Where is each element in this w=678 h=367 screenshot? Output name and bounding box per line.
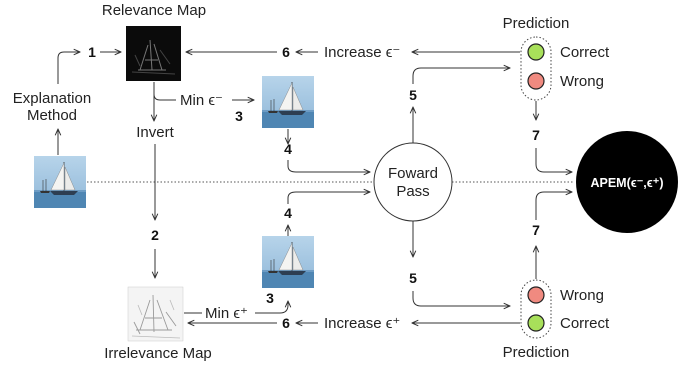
relevance-map-image: [126, 26, 181, 81]
step-5-top: 5: [409, 87, 417, 103]
edge-7-top-to-apem: [535, 148, 572, 172]
step-5-bottom: 5: [409, 270, 417, 286]
perturbed-image-bottom: [261, 235, 315, 289]
min-eps-minus-label: Min ϵ⁻: [180, 92, 223, 109]
forward-pass-label-2: Pass: [396, 183, 429, 200]
edge-4-top-to-forward: [287, 160, 370, 172]
increase-eps-minus-label: Increase ϵ⁻: [324, 44, 400, 61]
prediction-bottom-title: Prediction: [503, 344, 570, 361]
edge-5-bottom-to-prediction: [412, 291, 510, 306]
edge-5-top-to-prediction: [412, 68, 510, 84]
step-6-bottom: 6: [282, 315, 290, 331]
relevance-map-title: Relevance Map: [102, 2, 206, 19]
irrelevance-map-image: [127, 286, 184, 342]
prediction-top-title: Prediction: [503, 15, 570, 32]
correct-indicator-bottom: [527, 314, 545, 332]
perturbed-image-top: [261, 75, 315, 129]
forward-pass-label-1: Foward: [388, 165, 438, 182]
step-4-bottom: 4: [284, 205, 292, 221]
explanation-method-label-2: Method: [27, 107, 77, 124]
step-7-top: 7: [532, 127, 540, 143]
forward-pass-node: [373, 142, 453, 222]
min-eps-plus-label: Min ϵ⁺: [205, 305, 248, 322]
explanation-method-label-1: Explanation: [13, 90, 91, 107]
correct-indicator-top: [527, 43, 545, 61]
edge-explanation-to-1: [57, 52, 80, 84]
wrong-indicator-top: [527, 72, 545, 90]
step-3-top: 3: [235, 108, 243, 124]
apem-node: [576, 131, 678, 233]
step-2: 2: [151, 227, 159, 243]
wrong-label-bottom: Wrong: [560, 287, 604, 304]
correct-label-top: Correct: [560, 44, 610, 61]
edge-min-eps-plus: [255, 301, 288, 314]
invert-label: Invert: [136, 124, 174, 141]
increase-eps-plus-label: Increase ϵ⁺: [324, 315, 400, 332]
edge-7-bottom-to-apem: [535, 192, 572, 220]
edge-4-bottom-to-forward: [287, 192, 370, 204]
prediction-bottom-box: [520, 279, 552, 339]
prediction-top-box: [520, 36, 552, 101]
wrong-indicator-bottom: [527, 286, 545, 304]
wrong-label-top: Wrong: [560, 73, 604, 90]
step-6-top: 6: [282, 44, 290, 60]
input-image: [33, 155, 87, 209]
step-7-bottom: 7: [532, 222, 540, 238]
step-1: 1: [88, 44, 96, 60]
edge-relevance-branch: [153, 93, 176, 101]
step-4-top: 4: [284, 141, 292, 157]
step-3-bottom: 3: [266, 290, 274, 306]
apem-label: APEM(ϵ⁻,ϵ⁺): [590, 176, 663, 190]
irrelevance-map-title: Irrelevance Map: [104, 345, 212, 362]
correct-label-bottom: Correct: [560, 315, 610, 332]
